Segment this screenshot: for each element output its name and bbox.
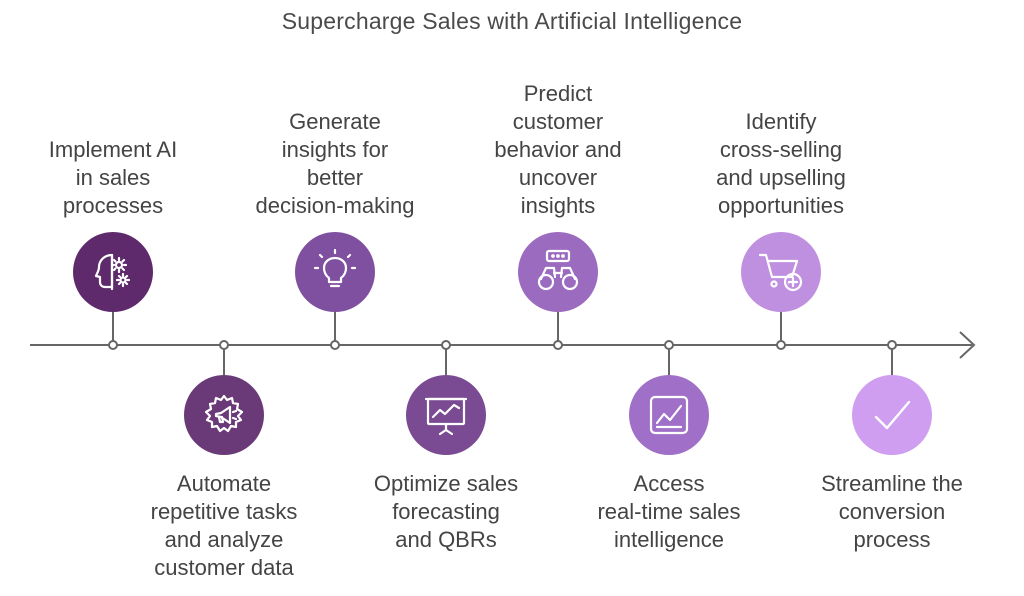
cart-plus-icon — [758, 253, 803, 292]
step-3-circle — [295, 232, 375, 312]
step-2-circle — [184, 375, 264, 455]
node-dot-3 — [330, 340, 340, 350]
checkmark-icon — [874, 400, 911, 430]
step-8-label: Streamline the conversion process — [821, 471, 963, 552]
step-1-circle — [73, 232, 153, 312]
step-4-circle — [406, 375, 486, 455]
step-8-circle — [852, 375, 932, 455]
node-dot-1 — [108, 340, 118, 350]
binoculars-icon — [537, 249, 579, 291]
node-dot-8 — [887, 340, 897, 350]
timeline-arrowhead — [959, 331, 976, 359]
step-5-circle — [518, 232, 598, 312]
node-dot-5 — [553, 340, 563, 350]
step-4-label: Optimize sales forecasting and QBRs — [373, 471, 519, 552]
step-5-label: Predict customer behavior and uncover in… — [494, 81, 622, 218]
node-dot-6 — [664, 340, 674, 350]
step-6-label: Access real-time sales intelligence — [597, 471, 741, 552]
step-7-label: Identify cross-selling and upselling opp… — [716, 109, 846, 218]
step-7-circle — [741, 232, 821, 312]
line-chart-icon — [649, 395, 689, 435]
lightbulb-icon — [313, 248, 357, 288]
brain-gear-icon — [94, 253, 131, 291]
diagram-title: Supercharge Sales with Artificial Intell… — [281, 8, 743, 34]
step-3-label: Generate insights for better decision-ma… — [255, 109, 415, 218]
presentation-chart-icon — [424, 397, 468, 436]
step-1-label: Implement AI in sales processes — [48, 137, 178, 218]
gear-megaphone-icon — [204, 394, 244, 433]
node-dot-2 — [219, 340, 229, 350]
step-2-label: Automate repetitive tasks and analyze cu… — [150, 471, 298, 580]
node-dot-7 — [776, 340, 786, 350]
node-dot-4 — [441, 340, 451, 350]
step-6-circle — [629, 375, 709, 455]
